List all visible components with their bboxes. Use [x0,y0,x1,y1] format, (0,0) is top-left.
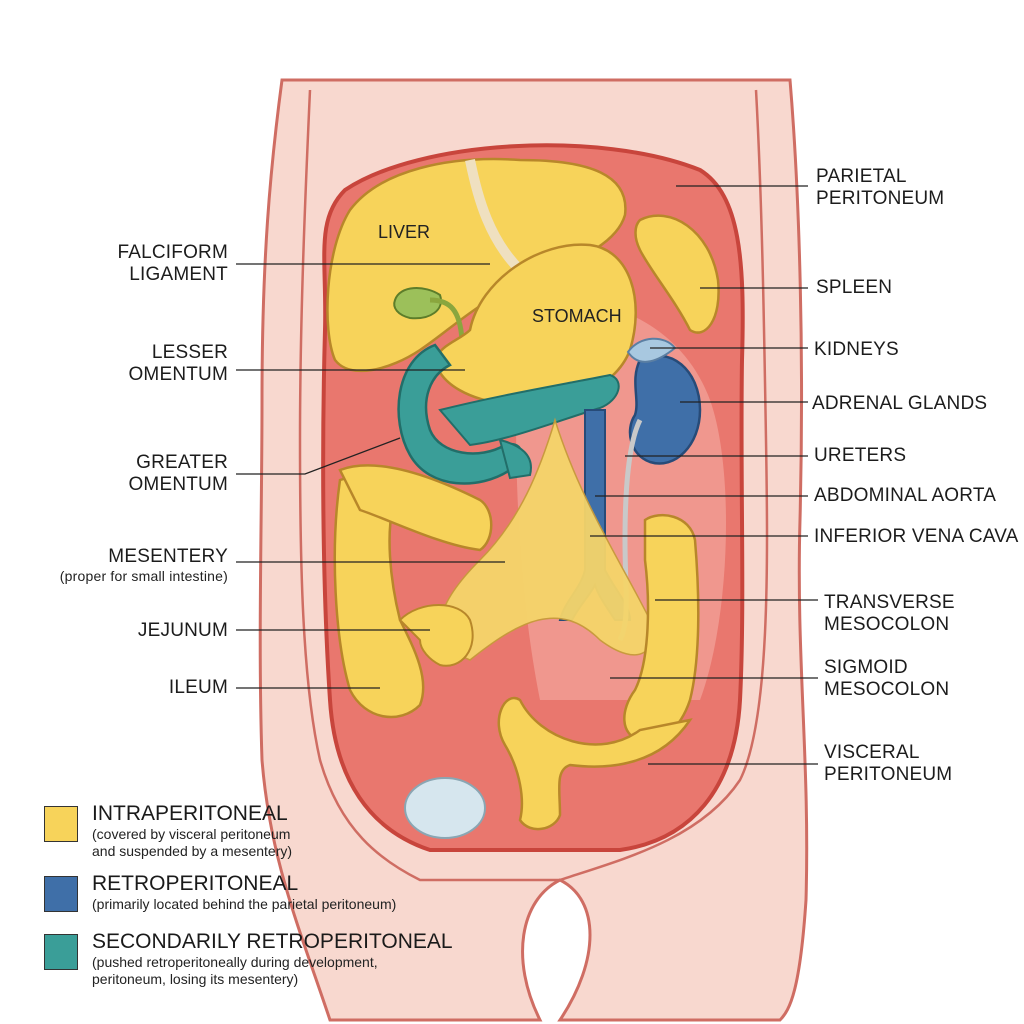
stomach-label: STOMACH [532,306,622,326]
legend-description: (pushed retroperitoneally during develop… [92,954,378,987]
gallbladder [393,287,442,320]
spleen [634,214,720,334]
legend-title: INTRAPERITONEAL [92,802,288,825]
duodenum-end [498,438,532,480]
ureters-label: URETERS [814,445,907,466]
lesser-omentum-label: LESSER OMENTUM [128,342,228,385]
legend-title: RETROPERITONEAL [92,872,299,895]
greater-omentum-label: GREATER OMENTUM [128,452,228,495]
pancreas [438,373,620,447]
abdominal-aorta-label: ABDOMINAL AORTA [814,485,997,506]
bladder [404,777,486,839]
small-intestine [398,604,474,667]
inferior-vena-cava-label: INFERIOR VENA CAVA [814,526,1019,547]
spleen-label: SPLEEN [816,277,893,298]
retroperitoneal-swatch [44,876,78,912]
legend-description: (primarily located behind the parietal p… [92,896,397,912]
body-wall [298,89,769,882]
falciform-ligament-label: FALCIFORM LIGAMENT [117,242,228,285]
mesentery-label: MESENTERY (proper for small intestine) [59,546,228,584]
parietal-peritoneum-label: PARIETAL PERITONEUM [816,166,945,209]
mesentery-note: (proper for small intestine) [59,568,228,584]
sigmoid-mesocolon-label: SIGMOID MESOCOLON [824,657,950,700]
mesentery-fan [439,417,654,661]
leader-lines [236,185,818,765]
kidneys-label: KIDNEYS [814,339,899,360]
falciform-ligament-shape [465,159,524,274]
legend-title: SECONDARILY RETROPERITONEAL [92,930,453,953]
visceral-peritoneum-label: VISCERAL PERITONEUM [824,742,953,785]
secondarily-retroperitoneal-swatch [44,934,78,970]
ileum-label: ILEUM [168,677,228,698]
transverse-mesocolon-label: TRANSVERSE MESOCOLON [824,592,955,635]
bile-duct [429,297,465,341]
liver-label: LIVER [378,222,431,242]
jejunum-label: JEJUNUM [137,620,228,641]
legend-description: (covered by visceral peritoneum and susp… [92,826,293,859]
adrenal-glands-label: ADRENAL GLANDS [812,393,988,414]
transverse-colon [338,464,493,552]
kidney [628,354,702,465]
intraperitoneal-swatch [44,806,78,842]
sigmoid-colon [497,696,693,831]
